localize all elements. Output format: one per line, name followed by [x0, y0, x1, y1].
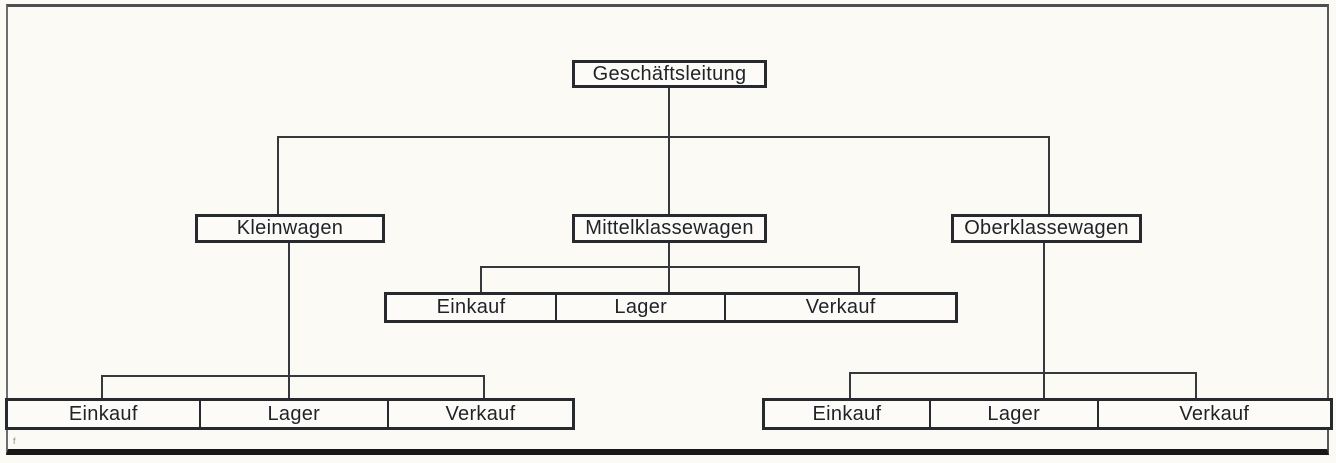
- cell-verkauf: Verkauf: [1096, 401, 1330, 427]
- node-kleinwagen: Kleinwagen: [195, 214, 385, 243]
- node-label: Oberklassewagen: [964, 217, 1129, 239]
- node-label: Kleinwagen: [236, 217, 344, 239]
- node-label: Geschäftsleitung: [592, 62, 747, 85]
- cell-label: Lager: [987, 402, 1041, 425]
- cell-einkauf: Einkauf: [387, 295, 555, 320]
- diagram-frame: [6, 4, 1329, 455]
- node-geschaeftsleitung: Geschäftsleitung: [572, 60, 767, 88]
- department-row-mittelklassewagen: Einkauf Lager Verkauf: [384, 292, 958, 323]
- connector-line: [1048, 136, 1050, 215]
- department-row-oberklassewagen: Einkauf Lager Verkauf: [762, 398, 1333, 430]
- department-row-kleinwagen: Einkauf Lager Verkauf: [5, 398, 575, 430]
- cell-label: Verkauf: [805, 296, 876, 318]
- connector-line: [849, 372, 851, 399]
- connector-line: [101, 375, 103, 399]
- scan-artifact-mark: f: [13, 436, 16, 446]
- connector-line: [101, 375, 483, 377]
- connector-line: [668, 87, 670, 215]
- connector-line: [288, 243, 290, 399]
- connector-line: [1043, 243, 1045, 399]
- connector-line: [277, 136, 1050, 138]
- cell-verkauf: Verkauf: [724, 295, 955, 320]
- cell-lager: Lager: [555, 295, 724, 320]
- connector-line: [668, 243, 670, 293]
- connector-line: [480, 266, 482, 293]
- connector-line: [480, 266, 860, 268]
- cell-einkauf: Einkauf: [8, 401, 199, 427]
- cell-label: Einkauf: [812, 402, 882, 425]
- cell-label: Verkauf: [445, 402, 516, 425]
- cell-label: Lager: [267, 402, 321, 425]
- connector-line: [849, 372, 1197, 374]
- node-oberklassewagen: Oberklassewagen: [951, 214, 1142, 243]
- cell-label: Einkauf: [68, 402, 138, 425]
- cell-verkauf: Verkauf: [387, 401, 572, 427]
- connector-line: [483, 375, 485, 399]
- cell-label: Verkauf: [1179, 402, 1250, 425]
- cell-label: Lager: [614, 296, 668, 318]
- node-mittelklassewagen: Mittelklassewagen: [572, 214, 767, 243]
- cell-einkauf: Einkauf: [765, 401, 929, 427]
- connector-line: [1195, 372, 1197, 399]
- cell-label: Einkauf: [436, 296, 506, 318]
- node-label: Mittelklassewagen: [585, 217, 754, 239]
- cell-lager: Lager: [928, 401, 1097, 427]
- connector-line: [858, 266, 860, 293]
- connector-line: [277, 136, 279, 215]
- cell-lager: Lager: [198, 401, 387, 427]
